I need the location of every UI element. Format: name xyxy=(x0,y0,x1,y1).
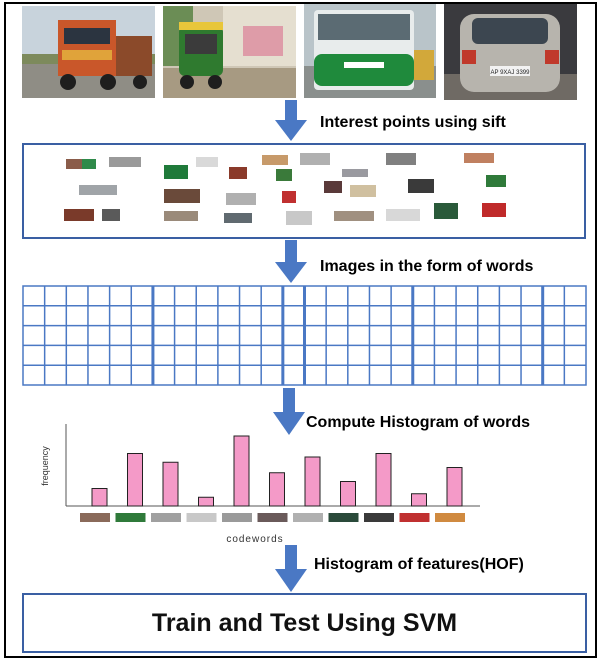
codeword-thumbnail xyxy=(222,513,252,522)
histogram-bar xyxy=(162,461,179,507)
codeword-thumbnail xyxy=(115,513,146,522)
bus-photo xyxy=(304,4,436,98)
histogram-bar xyxy=(127,453,143,507)
step-label-interest-points: Interest points using sift xyxy=(320,114,506,131)
codeword-thumbnail xyxy=(80,513,110,522)
license-plate: AP 9XAJ 3399 xyxy=(491,70,531,76)
step-label-words: Images in the form of words xyxy=(320,258,534,275)
x-axis-label: codewords xyxy=(226,534,283,545)
auto-rickshaw-photo xyxy=(163,6,296,98)
codeword-thumbnail xyxy=(435,513,465,522)
step-label-histogram: Compute Histogram of words xyxy=(306,414,531,431)
svm-panel: Train and Test Using SVM xyxy=(22,593,587,653)
arrow-down-icon xyxy=(275,545,307,592)
car-photo: AP 9XAJ 3399 xyxy=(444,4,577,100)
sift-patches xyxy=(64,153,506,225)
histogram-bar xyxy=(233,435,250,507)
diagram-frame xyxy=(4,2,597,658)
histogram-bar xyxy=(91,488,108,507)
histogram-bar xyxy=(269,472,285,507)
codeword-thumbnail xyxy=(293,513,323,522)
arrow-down-icon xyxy=(275,240,307,283)
truck-photo xyxy=(22,6,155,98)
codeword-thumbnail xyxy=(328,513,359,522)
codeword-thumbnail xyxy=(364,513,394,522)
histogram-bar xyxy=(340,481,356,507)
histogram-bar xyxy=(446,467,463,507)
arrow-down-icon xyxy=(275,100,307,141)
codeword-histogram: frequency codewords xyxy=(40,424,480,545)
codeword-thumbnail xyxy=(257,513,288,522)
codeword-thumbnail xyxy=(399,513,430,522)
histogram-bar xyxy=(198,496,214,507)
visual-words-grid xyxy=(22,285,587,386)
codeword-thumbnail xyxy=(186,513,217,522)
svm-label: Train and Test Using SVM xyxy=(151,608,458,637)
histogram-bar xyxy=(375,453,392,507)
histogram-bar xyxy=(304,456,321,507)
histogram-bar xyxy=(411,493,427,507)
y-axis-label: frequency xyxy=(40,446,50,486)
arrow-down-icon xyxy=(273,388,305,435)
step-label-hof: Histogram of features(HOF) xyxy=(314,556,524,573)
codeword-thumbnail xyxy=(151,513,181,522)
interest-points-panel xyxy=(22,143,586,239)
